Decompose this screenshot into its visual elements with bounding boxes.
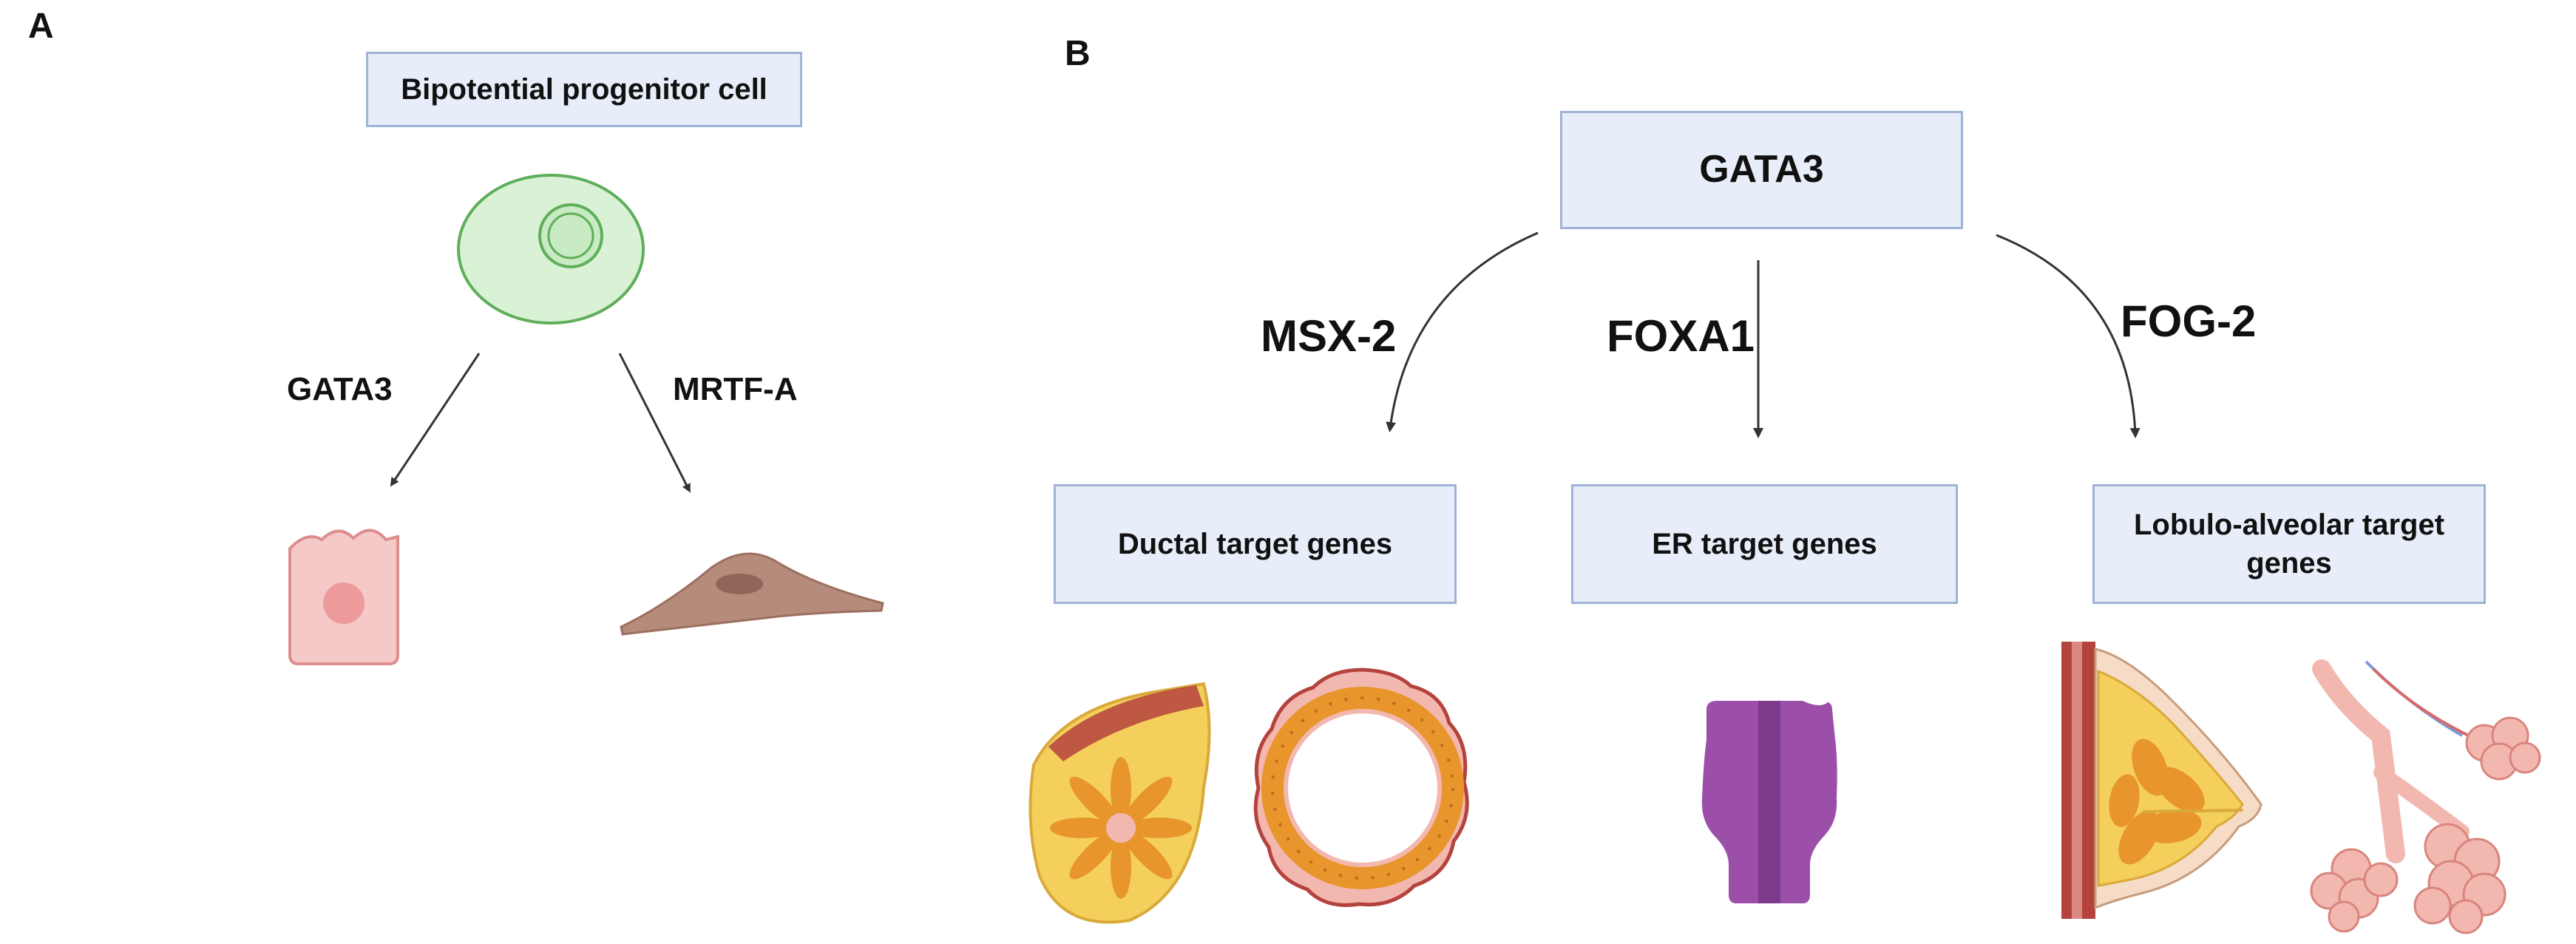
ductal-target-box-text: Ductal target genes bbox=[1117, 528, 1393, 560]
er-target-box-text: ER target genes bbox=[1652, 528, 1877, 560]
ductal-target-box: Ductal target genes bbox=[1054, 484, 1457, 604]
breast-sagittal-illustration-icon bbox=[2061, 642, 2263, 919]
foxa1-branch-label: FOXA1 bbox=[1607, 311, 1755, 361]
gata3-root-box: GATA3 bbox=[1560, 111, 1963, 229]
duct-cross-section-icon bbox=[1253, 668, 1469, 907]
fog2-branch-label: FOG-2 bbox=[2121, 296, 2257, 346]
arrow-to-myoepithelial-cell bbox=[618, 353, 691, 493]
breast-lobe-illustration-icon bbox=[1028, 682, 1211, 924]
estrogen-receptor-icon bbox=[1701, 701, 1837, 903]
gata3-branch-label: GATA3 bbox=[287, 371, 393, 407]
arrow-to-luminal-cell bbox=[390, 353, 481, 487]
panel-b-label: B bbox=[1065, 34, 1091, 73]
luminal-cell-icon bbox=[288, 529, 399, 665]
panel-a-label: A bbox=[28, 7, 54, 46]
myoepithelial-cell-icon bbox=[620, 552, 884, 636]
arrow-to-lobulo-alveolar bbox=[1996, 234, 2141, 438]
lobulo-alveolar-target-box-text: Lobulo-alveolar target genes bbox=[2133, 509, 2445, 580]
mrtfa-branch-label: MRTF-A bbox=[673, 371, 798, 407]
progenitor-box: Bipotential progenitor cell bbox=[366, 52, 802, 127]
arrow-to-ductal bbox=[1386, 231, 1539, 432]
alveoli-illustration-icon bbox=[2310, 659, 2541, 934]
progenitor-cell-icon bbox=[457, 174, 645, 325]
progenitor-box-text: Bipotential progenitor cell bbox=[401, 73, 767, 106]
lobulo-alveolar-target-box: Lobulo-alveolar target genes bbox=[2092, 484, 2486, 604]
er-target-box: ER target genes bbox=[1571, 484, 1958, 604]
msx2-branch-label: MSX-2 bbox=[1261, 311, 1397, 361]
gata3-root-box-text: GATA3 bbox=[1699, 148, 1824, 191]
